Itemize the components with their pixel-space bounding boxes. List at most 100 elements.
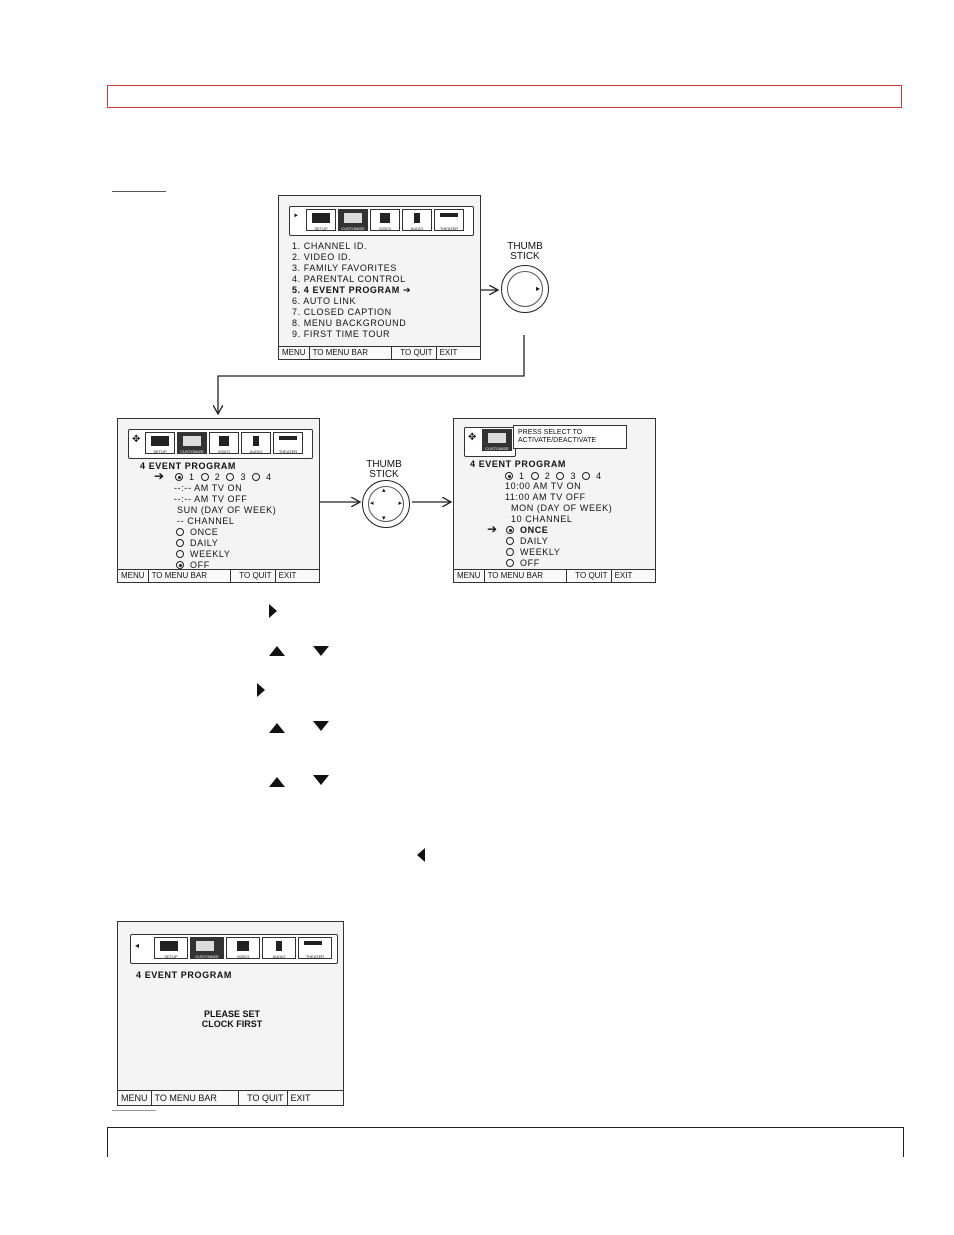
audio-tab-icon[interactable]: AUDIO: [241, 432, 271, 454]
theater-tab-icon[interactable]: THEATER: [298, 937, 332, 959]
mode-weekly[interactable]: WEEKLY: [506, 547, 560, 558]
menu-item-channel-id[interactable]: 1. CHANNEL ID.: [292, 241, 368, 251]
menu-item-closed-caption[interactable]: 7. CLOSED CAPTION: [292, 307, 392, 317]
day-of-week[interactable]: MON (DAY OF WEEK): [511, 503, 613, 513]
menu-item-parental-control[interactable]: 4. PARENTAL CONTROL: [292, 274, 406, 284]
event-selector[interactable]: 1 2 3 4: [505, 471, 602, 482]
right-arrow-icon: [257, 683, 265, 697]
mode-once[interactable]: ONCE: [506, 525, 548, 536]
mode-off[interactable]: OFF: [176, 560, 210, 571]
up-arrow-icon: [269, 646, 285, 656]
tv-on-time[interactable]: 10:00 AM TV ON: [505, 481, 582, 491]
status-menu: MENU: [118, 1091, 152, 1105]
customize-tab-icon[interactable]: CUSTOMIZE: [338, 209, 368, 231]
dpad-icon: ◂: [135, 941, 140, 950]
menu-item-4-event-program[interactable]: 5. 4 EVENT PROGRAM ➔: [292, 285, 412, 295]
status-menu: MENU: [279, 347, 310, 359]
mode-daily[interactable]: DAILY: [176, 538, 218, 549]
menu-screen-customize: ‣ SETUP CUSTOMIZE VIDEO AUDIO THEATER 1.…: [278, 195, 481, 360]
down-arrow-icon: [313, 646, 329, 656]
menu-tabs: SETUP CUSTOMIZE VIDEO AUDIO THEATER: [145, 432, 305, 454]
customize-menu-list: 1. CHANNEL ID. 2. VIDEO ID. 3. FAMILY FA…: [292, 241, 411, 340]
status-to-menu-bar: TO MENU BAR: [152, 1091, 239, 1105]
pointer-arrow-icon: ➔: [487, 522, 498, 536]
video-tab-icon[interactable]: VIDEO: [226, 937, 260, 959]
thumb-stick-icon: ▴ ▾ ◂ ▸: [362, 480, 410, 528]
tv-off-time[interactable]: 11:00 AM TV OFF: [505, 492, 586, 502]
status-to-quit: TO QUIT: [231, 570, 276, 582]
menu-item-video-id[interactable]: 2. VIDEO ID.: [292, 252, 352, 262]
menu-tabs: SETUP CUSTOMIZE VIDEO AUDIO THEATER: [154, 937, 334, 959]
status-exit: EXIT: [278, 571, 297, 580]
customize-tab-icon[interactable]: CUSTOMIZE: [190, 937, 224, 959]
dpad-icon: ✥: [132, 434, 141, 445]
customize-tab-icon[interactable]: CUSTOMIZE: [482, 429, 512, 451]
menu-item-first-time-tour[interactable]: 9. FIRST TIME TOUR: [292, 329, 391, 339]
down-arrow-icon: [313, 721, 329, 731]
status-bar: MENU TO MENU BAR TO QUIT EXIT: [454, 569, 655, 582]
menu-item-auto-link[interactable]: 6. AUTO LINK: [292, 296, 357, 306]
dpad-icon: ✥: [468, 432, 477, 443]
up-arrow-icon: [269, 723, 285, 733]
mode-weekly[interactable]: WEEKLY: [176, 549, 230, 560]
figure-rule: [112, 1110, 156, 1111]
clock-warning-screen: ◂ SETUP CUSTOMIZE VIDEO AUDIO THEATER 4 …: [117, 921, 344, 1106]
channel-value[interactable]: 10 CHANNEL: [511, 514, 573, 524]
right-arrow-icon: [269, 604, 277, 618]
footer-box: [107, 1127, 904, 1157]
status-to-quit: TO QUIT: [239, 1091, 288, 1105]
status-to-menu-bar: TO MENU BAR: [310, 347, 392, 359]
status-exit: EXIT: [614, 571, 633, 580]
status-exit: EXIT: [439, 348, 458, 357]
status-menu: MENU: [454, 570, 485, 582]
setup-tab-icon[interactable]: SETUP: [306, 209, 336, 231]
customize-tab-icon[interactable]: CUSTOMIZE: [177, 432, 207, 454]
thumb-stick-icon: ▸: [501, 265, 549, 313]
event-program-screen-empty: ✥ SETUP CUSTOMIZE VIDEO AUDIO THEATER 4 …: [117, 418, 320, 583]
status-to-menu-bar: TO MENU BAR: [485, 570, 567, 582]
arrow-thumb-to-screen2: [218, 335, 525, 414]
tv-off-time[interactable]: --:-- AM TV OFF: [174, 494, 248, 504]
setup-tab-icon[interactable]: SETUP: [145, 432, 175, 454]
audio-tab-icon[interactable]: AUDIO: [402, 209, 432, 231]
setup-tab-icon[interactable]: SETUP: [154, 937, 188, 959]
mode-daily[interactable]: DAILY: [506, 536, 548, 547]
video-tab-icon[interactable]: VIDEO: [209, 432, 239, 454]
status-exit: EXIT: [290, 1093, 311, 1103]
status-bar: MENU TO MENU BAR TO QUIT EXIT: [118, 569, 319, 582]
theater-tab-icon[interactable]: THEATER: [434, 209, 464, 231]
screen-title: 4 EVENT PROGRAM: [136, 970, 233, 980]
tv-on-time[interactable]: --:-- AM TV ON: [174, 483, 243, 493]
status-to-menu-bar: TO MENU BAR: [149, 570, 231, 582]
mode-once[interactable]: ONCE: [176, 527, 218, 538]
video-tab-icon[interactable]: VIDEO: [370, 209, 400, 231]
figure-rule: [112, 191, 166, 192]
down-arrow-icon: [313, 775, 329, 785]
status-bar: MENU TO MENU BAR TO QUIT EXIT: [279, 346, 480, 359]
dpad-icon: ‣: [293, 211, 299, 222]
status-menu: MENU: [118, 570, 149, 582]
status-bar: MENU TO MENU BAR TO QUIT EXIT: [118, 1090, 343, 1105]
audio-tab-icon[interactable]: AUDIO: [262, 937, 296, 959]
theater-tab-icon[interactable]: THEATER: [273, 432, 303, 454]
status-to-quit: TO QUIT: [392, 347, 437, 359]
up-arrow-icon: [269, 777, 285, 787]
event-selector[interactable]: 1 2 3 4: [175, 472, 272, 483]
menu-tabs: CUSTOMIZE: [482, 429, 514, 451]
pointer-arrow-icon: ➔: [154, 469, 165, 483]
left-arrow-icon: [417, 848, 425, 862]
screen-title: 4 EVENT PROGRAM: [470, 459, 567, 469]
menu-item-family-favorites[interactable]: 3. FAMILY FAVORITES: [292, 263, 397, 273]
menu-tabs: SETUP CUSTOMIZE VIDEO AUDIO THEATER: [306, 209, 466, 231]
menu-item-menu-background[interactable]: 8. MENU BACKGROUND: [292, 318, 407, 328]
header-box: [107, 85, 902, 108]
channel-value[interactable]: -- CHANNEL: [177, 516, 235, 526]
day-of-week[interactable]: SUN (DAY OF WEEK): [177, 505, 277, 515]
screen-title: 4 EVENT PROGRAM: [140, 461, 237, 471]
mode-off[interactable]: OFF: [506, 558, 540, 569]
status-to-quit: TO QUIT: [567, 570, 612, 582]
